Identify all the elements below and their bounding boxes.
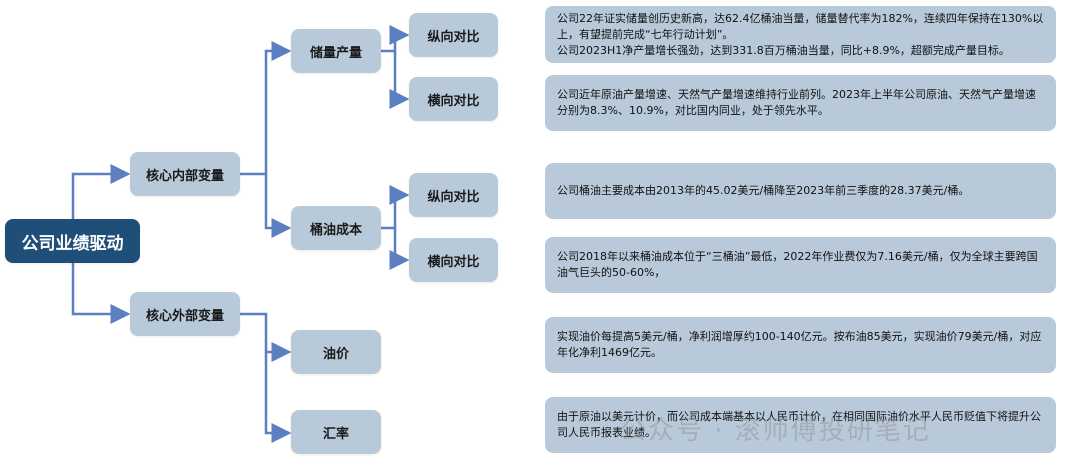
reserves-production-node: 储量产量 bbox=[291, 29, 381, 73]
reserves-horizontal-node: 横向对比 bbox=[409, 77, 498, 121]
oil-price-text: 实现油价每提高5美元/桶，净利润增厚约100-140亿元。按布油85美元，实现油… bbox=[545, 317, 1056, 373]
connector-external-fx bbox=[264, 352, 292, 443]
connector-cost-vertical bbox=[381, 185, 410, 230]
connector-internal-reserves bbox=[240, 41, 292, 176]
watermark: 公众号 · 滚师傅投研笔记 bbox=[620, 416, 931, 446]
connector-root-external bbox=[71, 263, 131, 324]
connector-cost-horizontal bbox=[389, 228, 410, 270]
oil-price-node: 油价 bbox=[291, 330, 381, 374]
internal-variables-node: 核心内部变量 bbox=[130, 152, 240, 196]
cost-horizontal-text: 公司2018年以来桶油成本位于“三桶油”最低，2022年作业费仅为7.16美元/… bbox=[545, 237, 1056, 293]
connector-internal-cost bbox=[264, 174, 292, 238]
barrel-cost-node: 桶油成本 bbox=[291, 206, 381, 250]
reserves-vertical-text: 公司22年证实储量创历史新高，达62.4亿桶油当量，储量替代率为182%，连续四… bbox=[545, 6, 1056, 63]
external-variables-node: 核心外部变量 bbox=[130, 292, 240, 336]
reserves-vertical-node: 纵向对比 bbox=[409, 13, 498, 57]
connector-reserves-horizontal bbox=[389, 51, 410, 109]
root-node: 公司业绩驱动 bbox=[5, 219, 140, 263]
exchange-rate-text: 由于原油以美元计价，而公司成本端基本以人民币计价，在相同国际油价水平人民币贬值下… bbox=[545, 397, 1056, 453]
reserves-horizontal-text: 公司近年原油产量增速、天然气产量增速维持行业前列。2023年上半年公司原油、天然… bbox=[545, 75, 1056, 131]
exchange-rate-node: 汇率 bbox=[291, 410, 381, 454]
connector-root-internal bbox=[71, 164, 131, 219]
cost-horizontal-node: 横向对比 bbox=[409, 238, 498, 282]
connector-reserves-vertical bbox=[381, 25, 410, 53]
cost-vertical-text: 公司桶油主要成本由2013年的45.02美元/桶降至2023年前三季度的28.3… bbox=[545, 163, 1056, 219]
connector-external-oil bbox=[240, 312, 292, 362]
cost-vertical-node: 纵向对比 bbox=[409, 173, 498, 217]
